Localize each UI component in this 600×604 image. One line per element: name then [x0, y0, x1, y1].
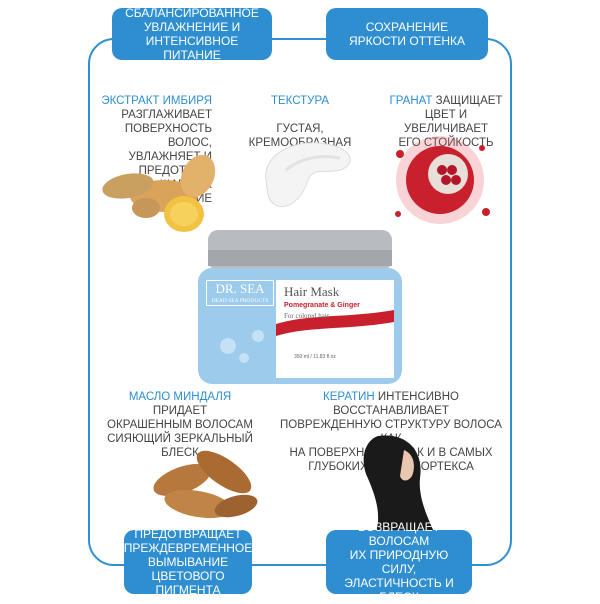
ginger-highlight: Экстракт имбиря [101, 95, 212, 107]
keratin-highlight: Кератин [323, 391, 375, 403]
product-subtitle: For colored hair [284, 312, 330, 320]
benefit-box-color: Сохранение яркости оттенка [326, 8, 488, 60]
texture-highlight: Текстура [270, 95, 330, 107]
brand-subtitle: DEAD SEA PRODUCTS [211, 298, 269, 304]
pomegranate-description: защищает цвет и увеличивает его стойкост… [398, 95, 503, 149]
product-variant: Pomegranate & Ginger [284, 302, 360, 309]
product-name: Hair Mask [284, 284, 340, 299]
almond-description: придает окрашенным волосам сияющий зерка… [107, 405, 253, 459]
border-frame [88, 38, 512, 566]
jar-graphic [198, 230, 402, 384]
almond-text: Масло миндаля придает окрашенным волосам… [102, 376, 258, 460]
pomegranate-image [395, 136, 490, 224]
benefit-box-strength: Возвращает волосам их природную силу, эл… [326, 520, 472, 604]
benefit-box-pigment: Предотвращает преждевременное вымывание … [123, 527, 253, 597]
cream-texture-image [265, 142, 351, 207]
pomegranate-text: Гранат защищает цвет и увеличивает его с… [384, 80, 508, 150]
product-jar: DR. SEA DEAD SEA PRODUCTS Hair Mask Pome… [198, 226, 402, 388]
benefit-box-moisture: Сбалансированное увлажнение и интенсивно… [112, 6, 272, 62]
product-volume: 350 ml / 11.83 fl.oz [294, 354, 336, 360]
hair-model-image [363, 435, 434, 532]
brand-logo: DR. SEA DEAD SEA PRODUCTS [206, 280, 274, 306]
brand-name: DR. SEA [215, 281, 265, 296]
ginger-image [102, 154, 216, 232]
almond-highlight: Масло миндаля [128, 391, 232, 403]
almonds-image [153, 450, 258, 519]
pomegranate-highlight: Гранат [389, 95, 433, 107]
